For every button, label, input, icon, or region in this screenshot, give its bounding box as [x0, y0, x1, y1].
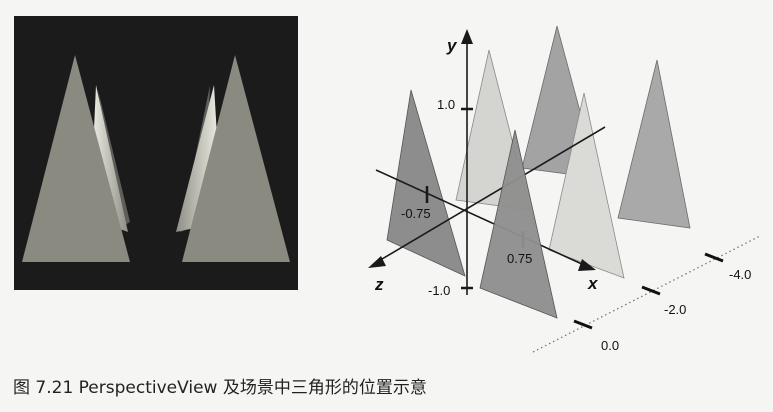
tri-front-center	[479, 129, 558, 319]
z-tick-label-neg4: -4.0	[729, 267, 751, 282]
figure-caption: 图 7.21 PerspectiveView 及场景中三角形的位置示意	[13, 378, 427, 398]
y-tick-label-neg1: -1.0	[428, 283, 450, 298]
tri-far-right	[617, 59, 691, 229]
z-tick-neg4	[704, 252, 724, 263]
x-axis	[375, 169, 585, 266]
render-tri-left-big	[22, 55, 130, 262]
z-axis-label: z	[374, 275, 384, 294]
y-axis-label: y	[446, 36, 458, 55]
scene-diagram: y x z 1.0 -1.0 0.75 -0.75 0.0 -2.0 -4.0	[368, 25, 761, 353]
render-tri-left-thin-shadow	[98, 90, 130, 228]
y-axis-arrow	[461, 29, 473, 44]
x-axis-arrow	[578, 259, 596, 271]
z-tick-label-0: 0.0	[601, 338, 619, 353]
render-tri-right-big	[182, 55, 290, 262]
y-tick-label-1: 1.0	[437, 97, 455, 112]
z-position-line	[532, 235, 761, 353]
z-axis-arrow	[368, 256, 386, 268]
x-tick-label-neg075: -0.75	[401, 206, 431, 221]
z-tick-neg2	[641, 285, 661, 296]
x-axis-label: x	[587, 274, 599, 293]
z-tick-0	[573, 319, 593, 330]
perspective-render	[14, 16, 298, 290]
z-axis	[376, 126, 606, 263]
tri-front-left	[386, 89, 466, 277]
z-tick-label-neg2: -2.0	[664, 302, 686, 317]
x-tick-label-075: 0.75	[507, 251, 532, 266]
